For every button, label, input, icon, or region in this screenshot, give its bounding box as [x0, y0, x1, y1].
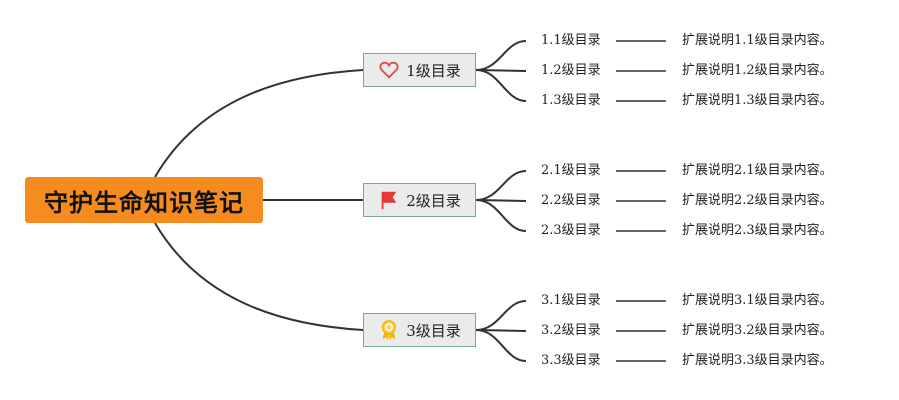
branch-label: 2级目录	[406, 191, 461, 210]
leaf-note-3-3[interactable]: 扩展说明3.3级目录内容。	[682, 353, 833, 368]
flag-icon	[378, 189, 400, 211]
leaf-topic-1-3[interactable]: 1.3级目录	[541, 93, 601, 108]
leaf-note-1-3[interactable]: 扩展说明1.3级目录内容。	[682, 93, 833, 108]
leaf-topic-2-3[interactable]: 2.3级目录	[541, 223, 601, 238]
branch-label: 3级目录	[406, 321, 461, 340]
leaf-note-3-2[interactable]: 扩展说明3.2级目录内容。	[682, 323, 833, 338]
leaf-note-3-1[interactable]: 扩展说明3.1级目录内容。	[682, 293, 833, 308]
branch-topic-3[interactable]: 3级目录	[363, 313, 476, 347]
leaf-note-2-3[interactable]: 扩展说明2.3级目录内容。	[682, 223, 833, 238]
leaf-topic-3-3[interactable]: 3.3级目录	[541, 353, 601, 368]
leaf-note-2-1[interactable]: 扩展说明2.1级目录内容。	[682, 163, 833, 178]
root-topic[interactable]: 守护生命知识笔记	[25, 177, 263, 223]
leaf-note-2-2[interactable]: 扩展说明2.2级目录内容。	[682, 193, 833, 208]
leaf-topic-2-1[interactable]: 2.1级目录	[541, 163, 601, 178]
leaf-note-1-1[interactable]: 扩展说明1.1级目录内容。	[682, 33, 833, 48]
root-title: 守护生命知识笔记	[44, 188, 244, 217]
leaf-topic-3-2[interactable]: 3.2级目录	[541, 323, 601, 338]
leaf-note-1-2[interactable]: 扩展说明1.2级目录内容。	[682, 63, 833, 78]
heart-icon	[378, 59, 400, 81]
award-icon	[378, 319, 400, 341]
branch-topic-2[interactable]: 2级目录	[363, 183, 476, 217]
leaf-topic-3-1[interactable]: 3.1级目录	[541, 293, 601, 308]
branch-label: 1级目录	[406, 61, 461, 80]
leaf-topic-1-2[interactable]: 1.2级目录	[541, 63, 601, 78]
branch-topic-1[interactable]: 1级目录	[363, 53, 476, 87]
leaf-topic-2-2[interactable]: 2.2级目录	[541, 193, 601, 208]
leaf-topic-1-1[interactable]: 1.1级目录	[541, 33, 601, 48]
